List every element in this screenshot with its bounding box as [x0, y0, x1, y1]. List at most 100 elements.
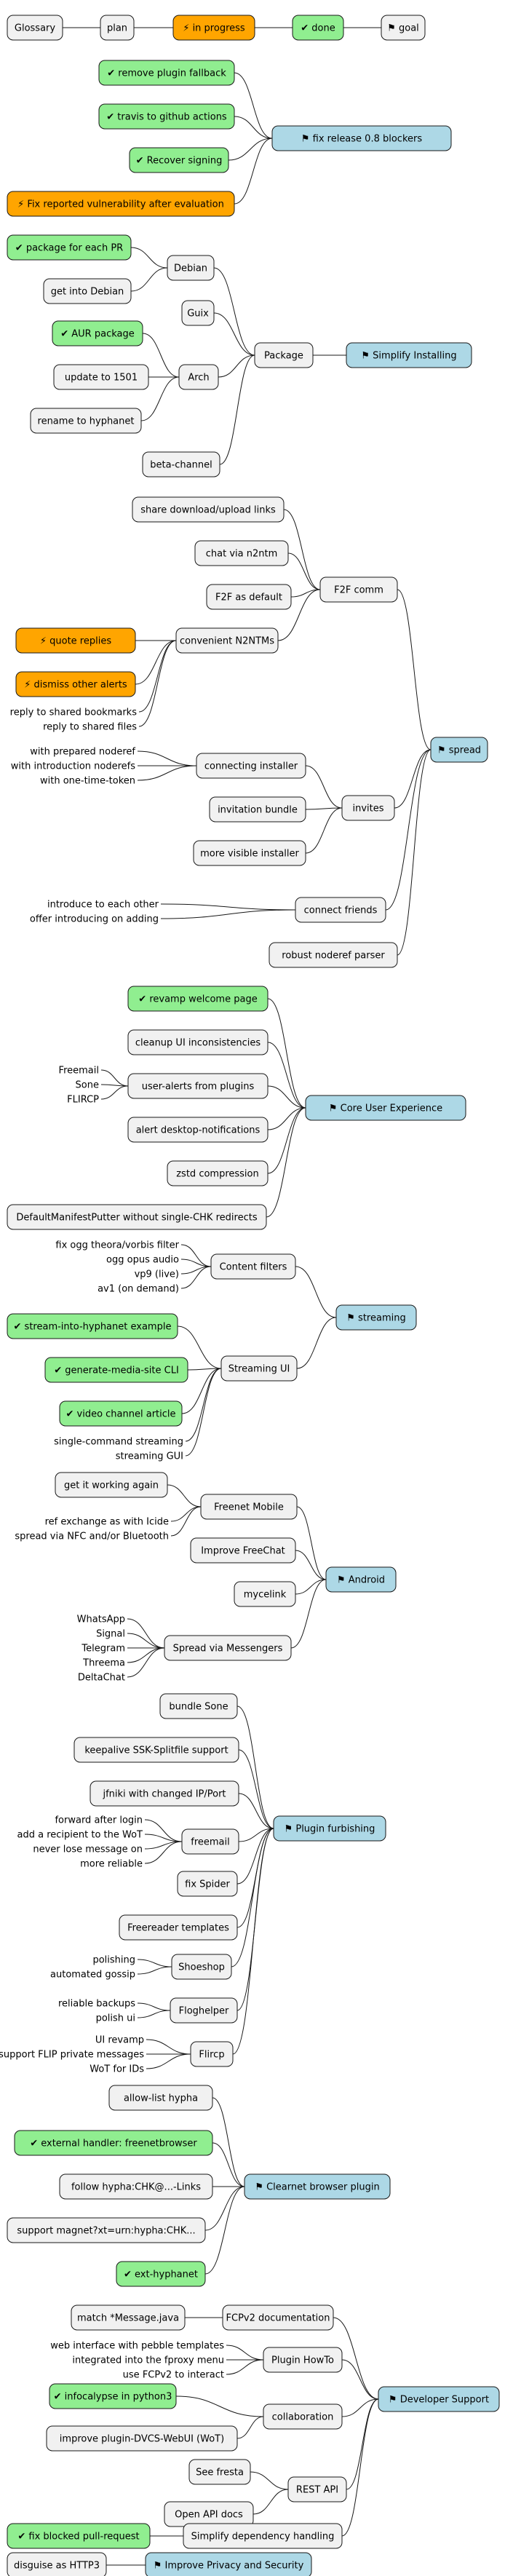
node-box	[44, 1357, 188, 1383]
node-box	[378, 2386, 500, 2412]
connector-line	[212, 2097, 245, 2187]
node-label: keepalive SSK-Splitfile support	[84, 1745, 228, 1756]
node-signal: Signal	[96, 1629, 125, 1640]
node-label: ref exchange as with Icide	[45, 1517, 169, 1528]
node-label: match *Message.java	[77, 2313, 179, 2324]
node-label: Signal	[96, 1629, 125, 1640]
node-connect-friends: connect friends	[295, 897, 386, 923]
node-label: ✔ video channel article	[65, 1409, 175, 1420]
node-label: never lose message on	[33, 1844, 143, 1855]
node-box	[295, 897, 386, 923]
node-user-alerts-from-plugins: user-alerts from plugins	[127, 1073, 269, 1099]
node-label: F2F as default	[215, 593, 282, 603]
node-telegram: Telegram	[81, 1644, 125, 1654]
node-add-a-recipient-to-the-wot: add a recipient to the WoT	[17, 1830, 143, 1841]
connector-line	[170, 1506, 202, 1537]
connector-line	[226, 2359, 264, 2375]
node-label: ⚑ Clearnet browser plugin	[255, 2182, 379, 2193]
node-fix-reported-vulnerability-after-evaluat: ⚡ Fix reported vulnerability after evalu…	[7, 191, 235, 217]
goal-improve-privacy-and-security: ⚑ Improve Privacy and Security	[145, 2552, 312, 2576]
node-dismiss-other-alerts: ⚡ dismiss other alerts	[15, 671, 136, 697]
node-box	[71, 2304, 186, 2331]
node-label: Plugin HowTo	[271, 2355, 334, 2366]
connector-line	[213, 312, 255, 356]
connector-line	[238, 1749, 274, 1829]
node-sone: Sone	[76, 1080, 99, 1091]
node-label: ⚑ goal	[387, 23, 419, 34]
goal-fix-release-0-8-blockers: ⚑ fix release 0.8 blockers	[271, 125, 452, 151]
node-label: more visible installer	[200, 849, 299, 860]
node-label: Improve FreeChat	[201, 1546, 285, 1557]
node-label: with introduction noderefs	[11, 761, 135, 772]
node-label: jfniki with changed IP/Port	[102, 1789, 226, 1800]
node-done: ✔ done	[292, 15, 344, 41]
node-box	[170, 1997, 238, 2024]
node-follow-hypha-chk-links: follow hypha:CHK@...-Links	[59, 2173, 213, 2200]
node-label: polishing	[92, 1955, 135, 1966]
connector-line	[144, 1834, 183, 1842]
node-label: F2F comm	[334, 585, 383, 596]
node-automated-gossip: automated gossip	[50, 1970, 135, 1981]
node-threema: Threema	[82, 1658, 125, 1669]
node-open-api-docs: Open API docs	[164, 2501, 254, 2527]
node-polishing: polishing	[92, 1955, 135, 1966]
node-box	[254, 342, 314, 368]
node-label: Package	[264, 351, 303, 362]
node-label: ✔ revamp welcome page	[138, 994, 257, 1005]
node-label: introduce to each other	[47, 900, 159, 911]
node-package-for-each-pr: ✔ package for each PR	[7, 234, 132, 261]
node-label: av1 (on demand)	[98, 1284, 179, 1295]
node-glossary: Glossary	[7, 15, 63, 41]
node-rest-api: REST API	[287, 2476, 347, 2502]
node-box	[341, 795, 395, 821]
node-box	[200, 1494, 298, 1520]
node-label: DefaultManifestPutter without single-CHK…	[16, 1213, 257, 1224]
connector-line	[231, 1828, 274, 1967]
node-share-download-upload-links: share download/upload links	[132, 496, 285, 523]
node-disguise-as-http3: disguise as HTTP3	[7, 2552, 107, 2576]
node-alert-desktop-notifications: alert desktop-notifications	[127, 1117, 269, 1143]
node-label: ⚑ Core User Experience	[329, 1103, 442, 1114]
node-invitation-bundle: invitation bundle	[209, 796, 306, 823]
node-box	[190, 1537, 296, 1564]
node-plan: plan	[100, 15, 135, 41]
node-label: UI revamp	[95, 2035, 144, 2046]
node-label: ✔ ext-hyphanet	[124, 2270, 198, 2280]
connector-line	[234, 138, 273, 205]
connector-line	[140, 376, 180, 421]
node-label: mycelink	[244, 1590, 287, 1601]
node-label: DeltaChat	[78, 1673, 125, 1684]
node-video-channel-article: ✔ video channel article	[59, 1400, 183, 1427]
node-box	[14, 2130, 213, 2156]
connector-line	[204, 2186, 245, 2275]
connector-line	[137, 765, 197, 781]
node-label: Debian	[174, 263, 207, 274]
node-label: ✔ done	[301, 23, 335, 34]
connector-line	[127, 1647, 165, 1663]
connector-line	[212, 2142, 245, 2187]
connector-line	[290, 1579, 327, 1649]
connector-line	[267, 1107, 306, 1174]
node-label: ogg opus audio	[106, 1255, 179, 1266]
connector-line	[170, 1506, 202, 1522]
connector-line	[236, 1828, 274, 1885]
node-label: invitation bundle	[218, 805, 298, 816]
node-fix-ogg-theora-vorbis-filter: fix ogg theora/vorbis filter	[55, 1240, 179, 1251]
node-box	[287, 2476, 347, 2502]
node-box	[175, 627, 279, 654]
connector-line	[135, 640, 177, 685]
node-label: ✔ stream-into-hyphanet example	[14, 1322, 172, 1333]
node-box	[263, 2403, 343, 2430]
node-polish-ui: polish ui	[96, 2013, 135, 2024]
node-fix-spider: fix Spider	[177, 1871, 238, 1897]
connector-line	[333, 2317, 379, 2400]
connector-line	[137, 750, 197, 766]
node-introduce-to-each-other: introduce to each other	[47, 900, 159, 911]
node-box	[90, 1780, 239, 1807]
node-box	[167, 255, 215, 281]
node-label: forward after login	[55, 1815, 143, 1826]
node-label: integrated into the fproxy menu	[72, 2355, 224, 2366]
connector-line	[185, 1368, 222, 1457]
connector-line	[130, 247, 168, 269]
node-rename-to-hyphanet: rename to hyphanet	[30, 408, 142, 434]
